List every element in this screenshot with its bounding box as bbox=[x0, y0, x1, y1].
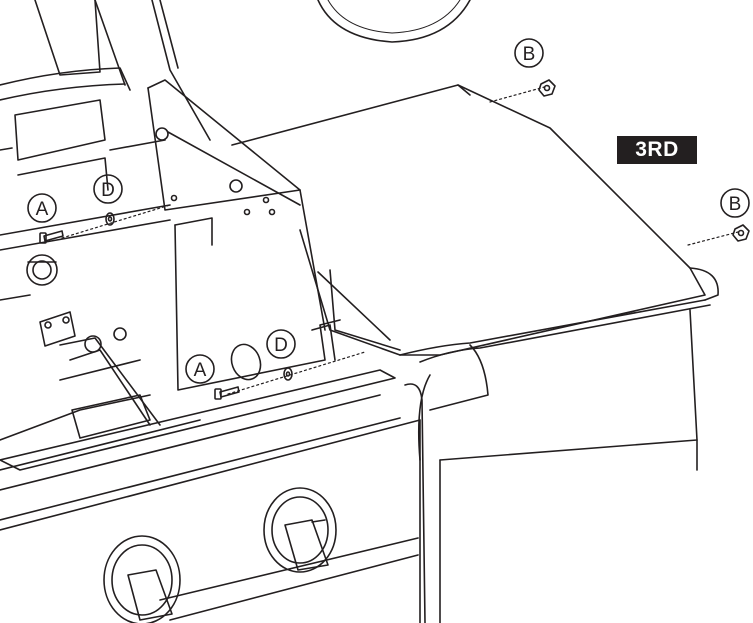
washer-d-lower bbox=[283, 367, 293, 381]
screw-a-lower bbox=[214, 386, 240, 400]
igniter-housing bbox=[26, 254, 58, 286]
label-circle-d-upper bbox=[93, 174, 123, 204]
screw-a-upper bbox=[39, 230, 64, 244]
nut-b-upper bbox=[538, 79, 556, 97]
magnifier-circle bbox=[317, 0, 471, 43]
cart-side bbox=[439, 439, 698, 623]
shelf-bracket bbox=[147, 79, 326, 331]
label-screw-lower: A bbox=[194, 360, 207, 381]
heat-shield bbox=[174, 217, 341, 391]
grill-lid bbox=[0, 0, 211, 191]
burner-knob-left bbox=[103, 535, 181, 623]
label-nut-upper: B bbox=[523, 44, 536, 65]
burner-tube bbox=[39, 311, 161, 426]
label-nut-lower: B bbox=[729, 194, 742, 215]
assembly-guide-lines bbox=[61, 85, 739, 395]
label-circle-d-lower bbox=[266, 329, 296, 359]
washer-d-upper bbox=[105, 212, 115, 226]
label-washer-upper: D bbox=[101, 180, 115, 201]
burner-knob-right bbox=[263, 487, 337, 573]
label-washer-lower: D bbox=[274, 335, 288, 356]
label-circle-a-lower bbox=[185, 354, 215, 384]
magnifier-circle-inner bbox=[327, 0, 461, 34]
label-circle-b-upper bbox=[514, 38, 544, 68]
cooking-lip bbox=[0, 369, 401, 521]
label-screw-upper: A bbox=[36, 199, 49, 220]
label-circle-a-upper bbox=[27, 193, 57, 223]
control-panel bbox=[0, 383, 426, 623]
nut-b-lower bbox=[732, 224, 750, 242]
step-badge: 3RD bbox=[617, 136, 697, 164]
firebox-interior bbox=[0, 204, 201, 471]
label-circle-b-lower bbox=[720, 188, 750, 218]
